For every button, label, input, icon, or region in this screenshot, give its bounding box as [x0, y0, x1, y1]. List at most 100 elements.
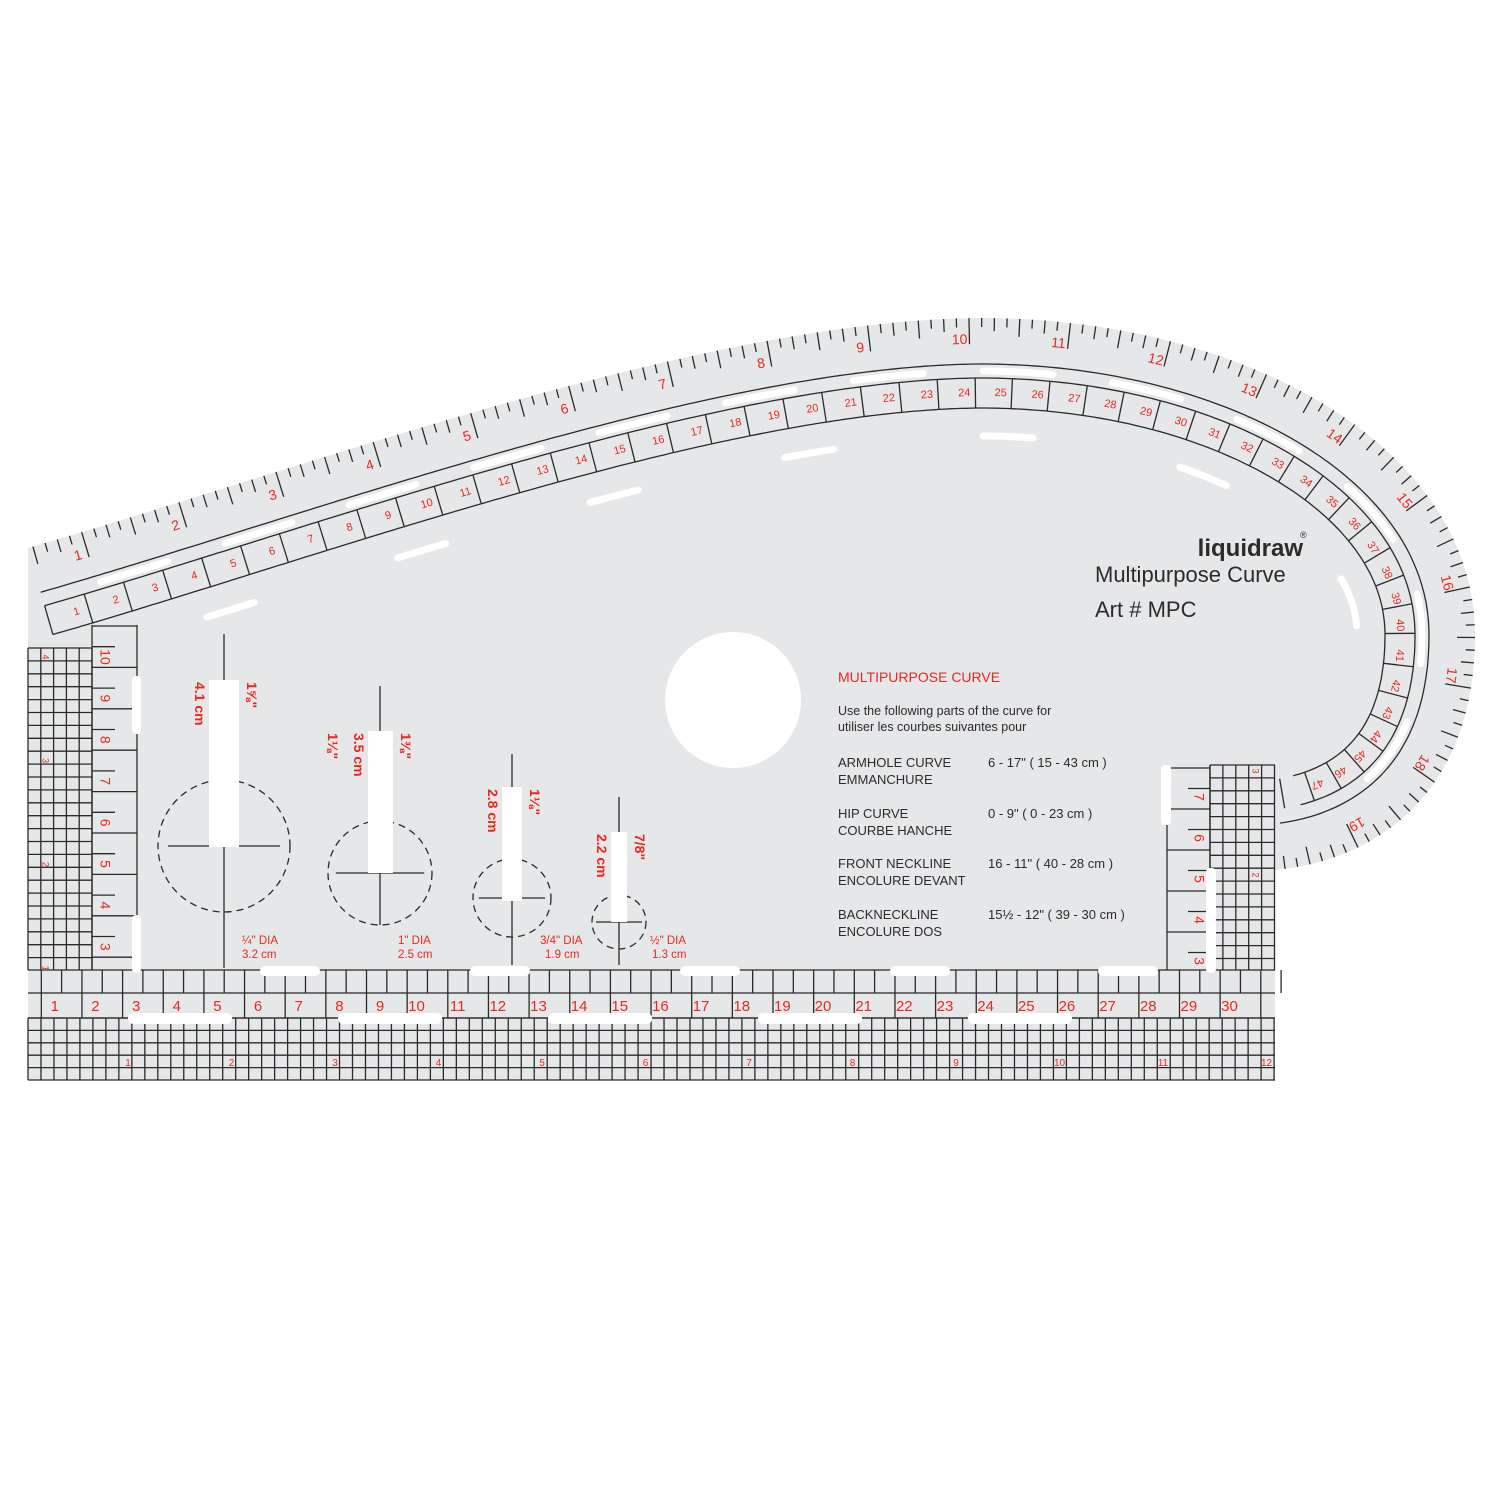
inch-tick — [1250, 369, 1256, 378]
inch-tick — [1433, 766, 1442, 773]
right-cm-label: 5 — [1191, 875, 1207, 883]
bottom-cm-label: 12 — [489, 998, 506, 1015]
inch-tick — [1106, 328, 1109, 338]
cm-tick — [317, 521, 328, 551]
cm-tick — [1185, 411, 1197, 440]
cm-tick — [1328, 497, 1350, 520]
inch-tick — [879, 324, 882, 334]
inch-tick — [1426, 505, 1435, 512]
inch-tick — [1452, 709, 1466, 714]
inch-tick — [1237, 364, 1244, 377]
curve-cm-label: 4 — [190, 569, 199, 582]
inch-tick — [704, 353, 708, 363]
slot-cm-label: 2.8 cm — [485, 789, 501, 833]
bottom-cm-label: 6 — [254, 998, 262, 1015]
cm-tick — [821, 392, 827, 423]
bottom-inch-label: 1 — [125, 1058, 131, 1069]
right-cm-label: 4 — [1191, 916, 1207, 924]
curve-cm-label: 23 — [920, 389, 933, 402]
inch-tick — [1283, 384, 1291, 398]
inch-tick — [1435, 753, 1448, 761]
inch-tick — [778, 338, 782, 348]
cm-tick — [898, 382, 903, 413]
curve-cm-label: 11 — [458, 485, 472, 500]
inch-tick — [214, 490, 219, 500]
inch-tick — [299, 464, 305, 478]
cm-tick — [83, 593, 94, 624]
curve-cm-label: 26 — [1031, 389, 1044, 402]
cm-tick — [1303, 772, 1315, 801]
inch-tick — [1203, 351, 1208, 361]
slot-cm-label: 3.5 cm — [351, 733, 367, 777]
cm-tick — [510, 463, 521, 493]
info-heading: MULTIPURPOSE CURVE — [838, 669, 1000, 685]
curve-inch-label: 17 — [1443, 667, 1461, 685]
inch-tick — [153, 509, 160, 523]
bottom-slot — [758, 1013, 862, 1024]
inch-tick — [917, 320, 921, 339]
inch-tick — [117, 520, 122, 530]
inch-tick — [1255, 374, 1268, 399]
inch-tick — [1338, 424, 1356, 447]
inch-tick — [226, 486, 234, 505]
inch-tick — [1190, 347, 1196, 361]
curve-cm-label: 6 — [267, 545, 276, 558]
cm-tick — [859, 386, 865, 417]
inch-tick — [1130, 332, 1134, 342]
curve-cm-label: 2 — [111, 593, 120, 606]
slot-inch-label: 1⅜" — [398, 733, 414, 759]
bottom-inch-label: 2 — [229, 1058, 235, 1069]
inch-tick — [81, 532, 90, 558]
use-back-neckline: BACKNECKLINE ENCOLURE DOS 15½ - 12" ( 39… — [838, 907, 1125, 939]
diameter-cm-label: 3.2 cm — [242, 949, 277, 961]
diameter-label: 1" DIA — [398, 935, 431, 947]
inch-tick — [1460, 661, 1474, 664]
use-label-fr: COURBE HANCHE — [838, 823, 952, 838]
inch-tick — [457, 416, 462, 426]
curve-cm-label: 18 — [728, 416, 742, 430]
cm-tick — [239, 545, 251, 575]
bottom-cm-label: 19 — [774, 998, 791, 1015]
inch-tick — [1440, 730, 1459, 738]
diameter-circle — [157, 779, 291, 913]
right-inch-label: 3 — [1251, 768, 1261, 773]
bottom-slot — [260, 966, 320, 976]
cm-tick — [1343, 749, 1365, 773]
bottom-cm-label: 22 — [896, 998, 913, 1015]
bottom-cm-label: 10 — [408, 998, 425, 1015]
curve-cm-label: 19 — [767, 409, 781, 423]
inch-tick — [1384, 820, 1392, 829]
inch-tick — [1212, 355, 1220, 374]
bottom-cm-label: 24 — [977, 998, 994, 1015]
cm-tick — [394, 497, 405, 527]
inch-tick — [311, 460, 316, 470]
inch-tick — [1227, 359, 1232, 369]
inch-tick — [1463, 673, 1473, 677]
cm-tick — [162, 570, 173, 600]
diameter-label: 3/4" DIA — [540, 935, 583, 947]
bottom-inch-label: 9 — [953, 1058, 959, 1069]
cm-tick — [356, 509, 367, 539]
cm-tick — [43, 605, 54, 635]
inch-tick — [1338, 416, 1345, 426]
inch-tick — [1155, 338, 1159, 348]
band-line — [52, 407, 1386, 777]
use-armhole: ARMHOLE CURVE EMMANCHURE 6 - 17" ( 15 - … — [838, 755, 1107, 787]
inch-tick — [421, 427, 428, 445]
inch-tick — [519, 399, 526, 417]
inch-tick — [1031, 319, 1034, 329]
inch-tick — [642, 367, 647, 381]
inch-tick — [202, 494, 208, 508]
curve-inch-label: 12 — [1146, 349, 1165, 368]
bottom-cm-label: 16 — [652, 998, 669, 1015]
cm-tick — [1277, 455, 1295, 483]
bottom-cm-label: 30 — [1221, 998, 1238, 1015]
bottom-cm-label: 15 — [611, 998, 628, 1015]
curve-cm-label: 33 — [1269, 456, 1286, 473]
curve-cm-label: 32 — [1239, 440, 1255, 456]
curve-inch-label: 19 — [1346, 814, 1367, 836]
curve-inch-label: 13 — [1239, 379, 1260, 400]
diameter-cm-label: 2.5 cm — [398, 949, 433, 961]
